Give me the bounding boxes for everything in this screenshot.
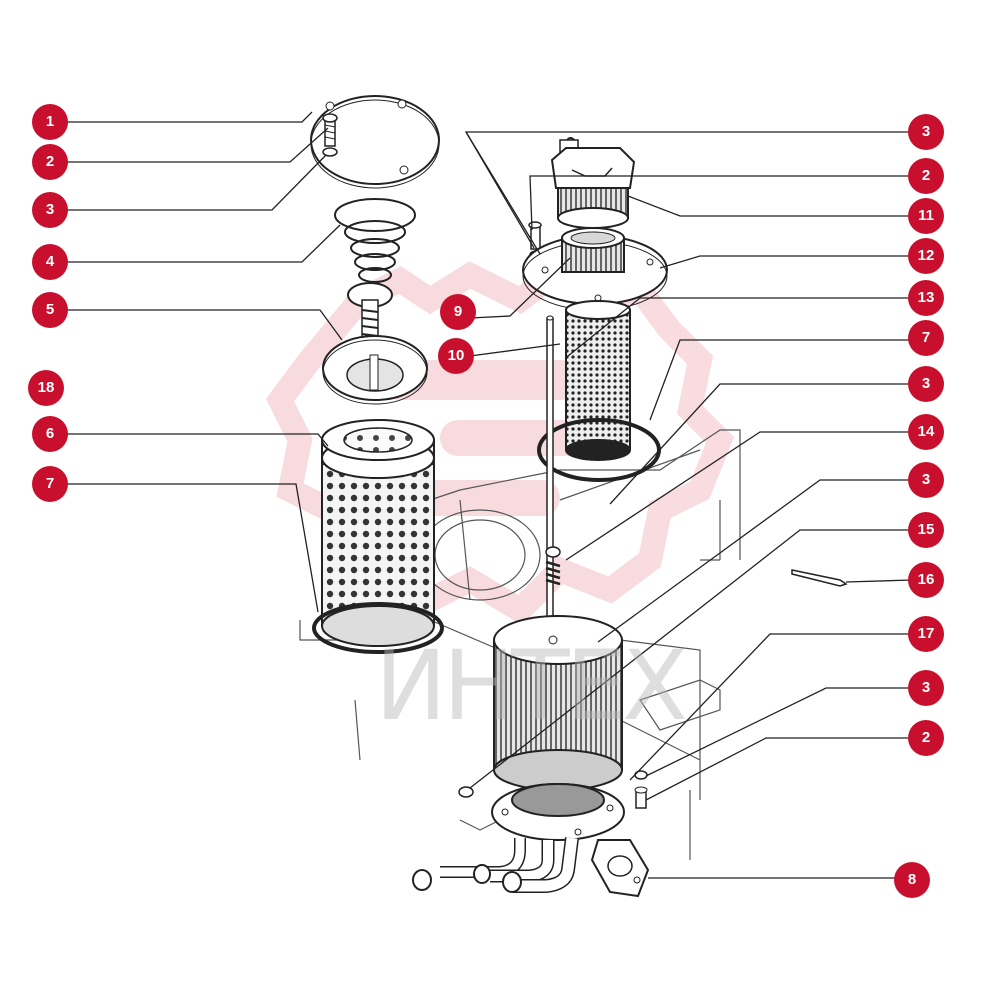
filler-cap xyxy=(550,137,636,229)
mounting-flange xyxy=(522,227,668,311)
callout-10: 10 xyxy=(438,338,474,374)
callout-7-right: 7 xyxy=(908,320,944,356)
callout-8: 8 xyxy=(894,862,930,898)
valve xyxy=(322,282,428,405)
callout-6: 6 xyxy=(32,416,68,452)
base-manifold xyxy=(412,783,650,898)
watermark-text: ИНТЕХ xyxy=(375,630,688,742)
callout-3-top-right: 3 xyxy=(908,114,944,150)
callout-7-left: 7 xyxy=(32,466,68,502)
callout-2-bottom-right: 2 xyxy=(908,720,944,756)
callout-3-bottom-right: 3 xyxy=(908,670,944,706)
callout-3-lower-right: 3 xyxy=(908,462,944,498)
o-ring-left xyxy=(312,602,444,654)
bolt-left xyxy=(322,113,338,157)
callout-9: 9 xyxy=(440,294,476,330)
callout-11: 11 xyxy=(908,198,944,234)
callout-1: 1 xyxy=(32,104,68,140)
callout-5: 5 xyxy=(32,292,68,328)
callout-14: 14 xyxy=(908,414,944,450)
callout-17: 17 xyxy=(908,616,944,652)
callout-15: 15 xyxy=(908,512,944,548)
callout-18: 18 xyxy=(28,370,64,406)
callout-3: 3 xyxy=(32,192,68,228)
callout-16: 16 xyxy=(908,562,944,598)
callout-4: 4 xyxy=(32,244,68,280)
strainer xyxy=(565,300,631,461)
callout-2-right: 2 xyxy=(908,158,944,194)
leader-lines xyxy=(60,111,913,879)
callout-3-mid-right: 3 xyxy=(908,366,944,402)
filter-element-left xyxy=(321,419,435,647)
callout-13: 13 xyxy=(908,280,944,316)
cover-plate xyxy=(310,95,440,189)
pin xyxy=(791,569,848,587)
callout-2: 2 xyxy=(32,144,68,180)
spring xyxy=(334,198,416,283)
filter-element-right xyxy=(493,615,623,791)
callout-12: 12 xyxy=(908,238,944,274)
bolt-bottom xyxy=(634,786,648,809)
